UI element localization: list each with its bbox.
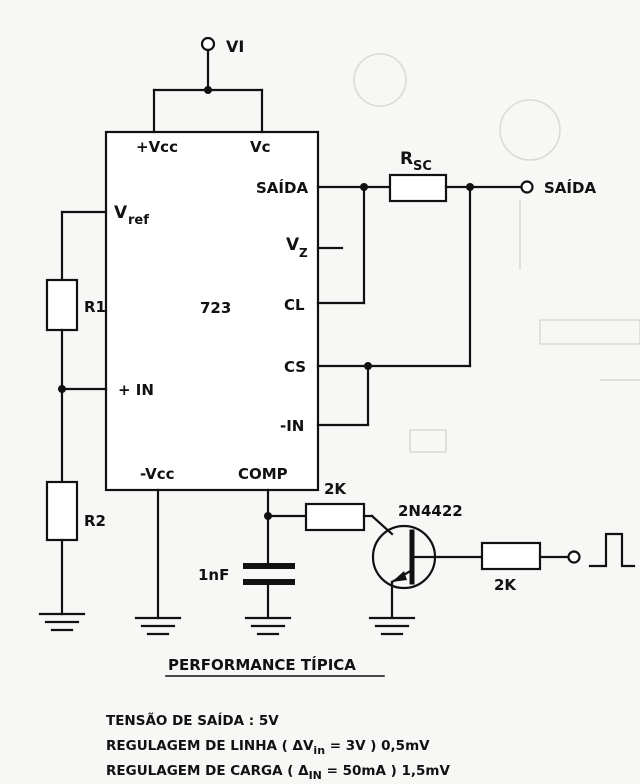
pin-vz-sub: Z	[299, 246, 308, 260]
pin-cl: CL	[284, 296, 305, 314]
performance-line-1: TENSÃO DE SAÍDA : 5V	[106, 712, 279, 729]
pin-vc: Vc	[250, 138, 271, 156]
output-wiring	[316, 173, 534, 427]
pulse-input	[480, 532, 636, 571]
pin-vref: V	[114, 203, 128, 223]
label-vi: VI	[226, 37, 244, 56]
performance-line-3-sub: IN	[309, 769, 322, 782]
ic-name: 723	[200, 299, 231, 317]
ground-symbol-cap	[244, 616, 292, 636]
pin-cs: CS	[284, 358, 306, 376]
performance-line-3-rest: = 50mA ) 1,5mV	[322, 763, 451, 779]
divider-network	[45, 210, 108, 616]
ground-symbol-transistor	[368, 616, 416, 636]
ic-723-body	[104, 130, 320, 492]
ground-symbol-vcc	[134, 616, 182, 636]
label-rsc-sub: SC	[413, 159, 432, 174]
performance-line-2: REGULAGEM DE LINHA ( ΔVin = 3V ) 0,5mV	[106, 738, 430, 757]
pin-in-plus: + IN	[118, 381, 154, 399]
ground-symbol-r2	[38, 612, 86, 632]
pin-vcc-plus: +Vcc	[136, 138, 178, 156]
background-show-through	[353, 53, 640, 453]
pin-vz: V	[286, 235, 300, 255]
label-r-base: 2K	[324, 480, 347, 498]
vi-terminal	[152, 36, 264, 134]
input-terminal	[567, 550, 581, 564]
resistor-r2	[45, 480, 79, 542]
label-transistor: 2N4422	[398, 502, 463, 520]
label-capacitor: 1nF	[198, 566, 229, 584]
label-r2: R2	[84, 512, 106, 530]
transistor-2n4422	[371, 524, 484, 620]
comp-network	[243, 488, 394, 620]
label-rsc: R	[400, 149, 413, 169]
performance-line-2-sub: in	[313, 744, 325, 757]
pin-in-minus: -IN	[280, 417, 304, 435]
resistor-base	[304, 502, 366, 532]
label-r1: R1	[84, 298, 106, 316]
resistor-r1	[45, 278, 79, 332]
performance-line-3: REGULAGEM DE CARGA ( ΔIN = 50mA ) 1,5mV	[106, 763, 450, 782]
pulse-waveform-icon	[588, 532, 636, 568]
pin-vref-sub: ref	[128, 213, 149, 228]
pin-vcc-minus: -Vcc	[140, 465, 175, 483]
resistor-input	[480, 541, 542, 571]
pin-comp: COMP	[238, 465, 288, 483]
output-terminal	[520, 180, 534, 194]
resistor-rsc	[388, 173, 448, 203]
performance-title: PERFORMANCE TÍPICA	[168, 655, 356, 674]
label-r-input: 2K	[494, 576, 517, 594]
performance-line-2-rest: = 3V ) 0,5mV	[325, 738, 430, 754]
label-saida-out: SAÍDA	[544, 178, 596, 197]
pin-saida: SAÍDA	[256, 178, 308, 197]
